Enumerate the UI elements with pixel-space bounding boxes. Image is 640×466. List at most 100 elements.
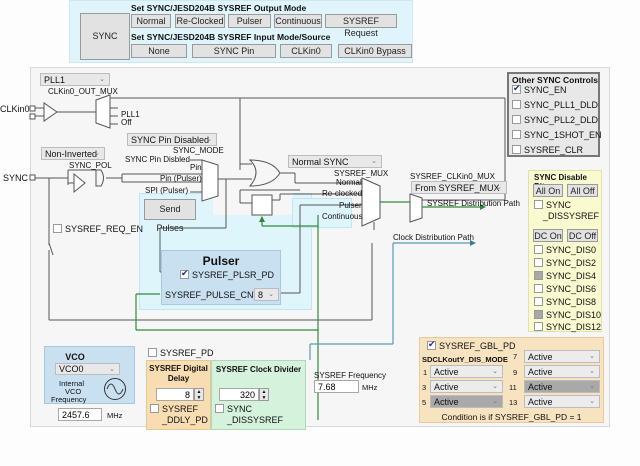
chevron-down-icon: ⌄ [492, 368, 498, 375]
input-clkin0-button[interactable]: CLKin0 [280, 44, 332, 58]
sdclkout-13-select[interactable]: Active⌄ [524, 395, 600, 408]
send-pulses-button[interactable]: Send Pulses [144, 199, 196, 233]
sync-pll2-dld-label: SYNC_PLL2_DLD [524, 115, 599, 125]
sysref-clr-checkbox[interactable]: SYSREF_CLR [512, 145, 583, 155]
all-on-button[interactable]: All On [533, 184, 563, 197]
vco-frequency-input[interactable] [58, 408, 102, 421]
sysref-clkin0-mux-select[interactable]: From SYSREF_MUX⌄ [411, 181, 507, 194]
mode-pulser-button[interactable]: Pulser [228, 14, 271, 28]
mux-output-pll1: PLL1 [121, 110, 140, 119]
checkbox-icon [215, 404, 224, 413]
sync-mode-label: SYNC_MODE [173, 146, 224, 155]
input-clkin0-bypass-button[interactable]: CLKin0 Bypass [338, 44, 412, 58]
pulser-title: Pulser [202, 254, 240, 268]
sysref-distribution-path-label: SYSREF Distribution Path [427, 199, 520, 208]
sysref-pd-label: SYSREF_PD [160, 348, 214, 358]
sysref-clkin0-mux-value: From SYSREF_MUX [415, 183, 500, 193]
sysref-pd-checkbox[interactable]: SYSREF_PD [148, 348, 214, 358]
sysref-ddly-pd-checkbox[interactable]: SYSREF [150, 404, 198, 414]
checkbox-icon [53, 224, 62, 233]
input-sync-pin-button[interactable]: SYNC Pin [192, 44, 276, 58]
mode-sysref-request-button[interactable]: SYSREF Request [325, 14, 397, 38]
sysref-mode-bar: SYNC Dividers Set SYNC/JESD204B SYSREF O… [69, 0, 413, 86]
chevron-down-icon: ⌄ [94, 150, 100, 157]
clock-divider-spinner[interactable]: ▲▼ [259, 388, 269, 401]
sync-dis6-checkbox[interactable]: SYNC_DIS6 [534, 284, 596, 294]
vco-value: VCO0 [59, 364, 84, 374]
clkin0-out-mux-select[interactable]: PLL1⌄ [40, 73, 110, 86]
sync-dissysref-pd-checkbox[interactable]: SYNC [215, 404, 252, 414]
chevron-down-icon: ⌄ [371, 158, 377, 165]
sync-dis12-label: SYNC_DIS12 [546, 322, 602, 332]
sdclkout-11-select[interactable]: Active⌄ [524, 380, 600, 393]
checkbox-icon [534, 322, 543, 331]
checkbox-icon [150, 404, 159, 413]
sync-dis0-label: SYNC_DIS0 [546, 245, 597, 255]
sync-dissysref-checkbox[interactable]: SYNC [534, 200, 571, 210]
input-none-button[interactable]: None [131, 44, 187, 58]
sysref-pulse-cnt-select[interactable]: 8⌄ [254, 288, 279, 301]
sdclkout-13-num: 13 [509, 398, 518, 407]
sysref-ddly-pd-label-1: SYSREF [162, 404, 199, 414]
dc-on-button[interactable]: DC On [533, 229, 563, 242]
other-sync-controls: Other SYNC Controls SYNC_EN SYNC_PLL1_DL… [507, 72, 602, 157]
digital-delay-spinner[interactable]: ▲▼ [194, 388, 204, 401]
sync-dis10-checkbox[interactable]: SYNC_DIS10 [534, 310, 601, 320]
sdclkout-11-value: Active [528, 382, 553, 392]
sdclkout-11-num: 11 [509, 383, 517, 392]
sdclkout-1-select[interactable]: Active ⌄ [430, 365, 503, 378]
sdclkout-7-num: 7 [513, 352, 518, 361]
sync-dis8-checkbox[interactable]: SYNC_DIS8 [534, 297, 596, 307]
sync-dis4-checkbox[interactable]: SYNC_DIS4 [534, 271, 596, 281]
sdclkout-9-select[interactable]: Active⌄ [524, 365, 600, 378]
sync-pll1-dld-checkbox[interactable]: SYNC_PLL1_DLD [512, 100, 598, 110]
sync-en-checkbox[interactable]: SYNC_EN [512, 83, 567, 95]
sysref-mux-select[interactable]: Normal SYNC⌄ [288, 155, 382, 168]
mode-continuous-button[interactable]: Continuous [274, 14, 322, 28]
checkbox-icon [534, 200, 543, 209]
dc-off-button[interactable]: DC Off [567, 229, 598, 242]
vco-select[interactable]: VCO0⌄ [55, 363, 120, 375]
sync-dissysref-label-b: _DISSYSREF [227, 415, 284, 425]
input-mode-title: Set SYNC/JESD204B SYSREF Input Mode/Sour… [131, 32, 331, 42]
sync-pol-select[interactable]: Non-Inverted⌄ [41, 147, 105, 160]
sync-dis2-checkbox[interactable]: SYNC_DIS2 [534, 258, 596, 268]
sync-pll1-dld-label: SYNC_PLL1_DLD [524, 100, 599, 110]
sdclkout-5-select[interactable]: Active⌄ [430, 395, 503, 408]
mode-normal-button[interactable]: Normal [131, 14, 171, 28]
sync-label: SYNC [3, 173, 29, 183]
sysref-plsr-pd-checkbox[interactable]: SYSREF_PLSR_PD [180, 268, 274, 280]
sdclkout-3-select[interactable]: Active ⌄ [430, 380, 503, 393]
chevron-down-icon: ⌄ [492, 383, 498, 390]
sync-dis0-checkbox[interactable]: SYNC_DIS0 [534, 245, 596, 255]
sdclkout-13-value: Active [528, 397, 553, 407]
sync-dis12-checkbox[interactable]: SYNC_DIS12 [534, 322, 601, 332]
sync-mode-select[interactable]: SYNC Pin Disabled⌄ [127, 133, 217, 146]
sysref-clock-divider-input[interactable] [219, 388, 259, 401]
sync-en-label: SYNC_EN [524, 85, 567, 95]
sync-pol-label: SYNC_POL [69, 161, 112, 170]
sync-dis2-label: SYNC_DIS2 [546, 258, 597, 268]
sdclkout-7-select[interactable]: Active⌄ [524, 350, 600, 363]
clkin0-label: CLKin0 [0, 104, 30, 114]
sysref-gbl-pd-checkbox[interactable]: SYSREF_GBL_PD [427, 339, 516, 351]
sysref-digital-delay-input[interactable] [156, 388, 194, 401]
checkbox-checked-icon [427, 339, 436, 350]
all-off-button[interactable]: All Off [567, 184, 598, 197]
sync-dis8-label: SYNC_DIS8 [546, 297, 597, 307]
checkbox-icon [512, 100, 521, 109]
sdclkout-1-num: 1 [423, 368, 428, 377]
sync-dissysref-label-a: SYNC [227, 404, 253, 414]
sync-pll2-dld-checkbox[interactable]: SYNC_PLL2_DLD [512, 115, 598, 125]
mode-reclocked-button[interactable]: Re-Clocked [175, 14, 225, 28]
sysref-req-en-checkbox[interactable]: SYSREF_REQ_EN [53, 224, 143, 234]
sysref-frequency-input[interactable] [314, 380, 359, 393]
sdclkout-1-value: Active [434, 367, 459, 377]
checkbox-disabled-icon [534, 271, 543, 280]
sdclkout-3-value: Active [434, 382, 459, 392]
digital-delay-title-2: Delay [167, 374, 190, 383]
sync-dis6-label: SYNC_DIS6 [546, 284, 597, 294]
sync-1shot-en-checkbox[interactable]: SYNC_1SHOT_EN [512, 130, 602, 140]
clock-distribution-path-label: Clock Distribution Path [393, 233, 474, 242]
